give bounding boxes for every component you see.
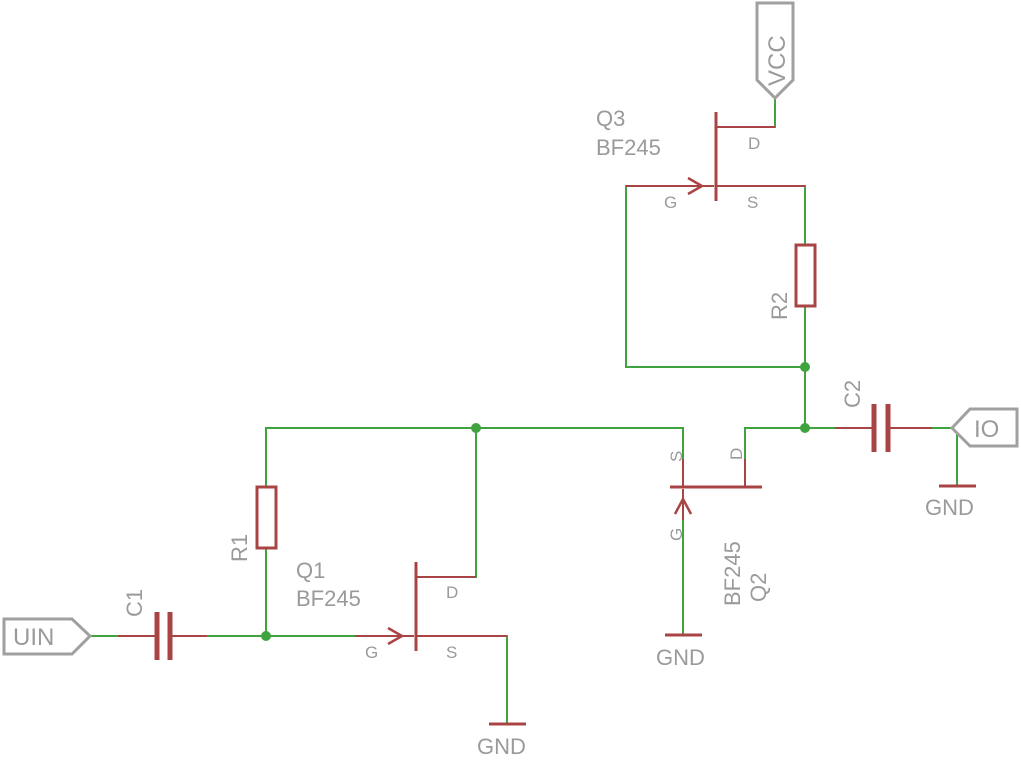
junction-output-node: [800, 423, 810, 433]
r1-name: R1: [227, 534, 252, 562]
io-port-label: IO: [974, 416, 999, 443]
wire-q3-source-r2: [720, 185, 806, 245]
ground-q1-label: GND: [477, 734, 526, 759]
q1-transistor: Q1 BF245 D G S: [296, 558, 507, 662]
q2-transistor: S D G BF245 Q2: [667, 448, 771, 606]
io-port: IO: [949, 407, 1019, 448]
c1-name: C1: [122, 589, 147, 617]
q3-pin-gate: G: [664, 193, 677, 212]
junction-r2-node: [800, 362, 810, 372]
r2-resistor: R2: [767, 243, 817, 320]
q1-pin-source: S: [446, 643, 457, 662]
q2-pin-gate: G: [667, 528, 686, 541]
wire-q2-drain-output: [744, 427, 835, 487]
wire-q3-gate-loop: [625, 185, 805, 368]
q3-name: Q3: [596, 106, 625, 131]
junctions: [261, 362, 810, 641]
q2-value: BF245: [720, 541, 745, 606]
c2-capacitor: C2: [835, 380, 932, 452]
r2-name: R2: [767, 292, 792, 320]
q3-pin-source: S: [747, 193, 758, 212]
ground-q2: GND: [656, 633, 705, 670]
q2-gate-arrow-icon: [673, 496, 693, 515]
uin-port: UIN: [2, 617, 93, 656]
vcc-port-label: VCC: [764, 35, 791, 86]
wire-top-bus: [265, 427, 684, 487]
c2-name: C2: [840, 380, 865, 408]
wire-q1-source-gnd: [420, 635, 508, 724]
q1-gate-arrow-icon: [387, 626, 405, 646]
q3-gate-arrow-icon: [687, 176, 705, 196]
q3-transistor: Q3 BF245 D G S: [596, 106, 805, 212]
ground-io-label: GND: [925, 495, 974, 520]
wire-q1-drain-bus: [420, 428, 477, 578]
r1-resistor: R1: [227, 485, 278, 562]
junction-top-bus: [471, 423, 481, 433]
q3-value: BF245: [596, 135, 661, 160]
q1-name: Q1: [296, 558, 325, 583]
junction-input-node: [261, 631, 271, 641]
q3-pin-drain: D: [748, 134, 760, 153]
q2-pin-drain: D: [727, 448, 746, 460]
wire-vcc-q3-drain: [720, 98, 776, 128]
ground-q1: GND: [477, 722, 526, 759]
q2-pin-source: S: [667, 451, 686, 462]
q1-pin-drain: D: [446, 583, 458, 602]
uin-port-label: UIN: [13, 624, 54, 651]
c1-capacitor: C1: [118, 589, 207, 660]
q1-pin-gate: G: [365, 643, 378, 662]
ground-q2-label: GND: [656, 645, 705, 670]
wires: [90, 98, 958, 724]
vcc-port: VCC: [755, 1, 795, 101]
ground-io: GND: [925, 484, 976, 520]
q2-name: Q2: [746, 573, 771, 602]
q1-value: BF245: [296, 586, 361, 611]
